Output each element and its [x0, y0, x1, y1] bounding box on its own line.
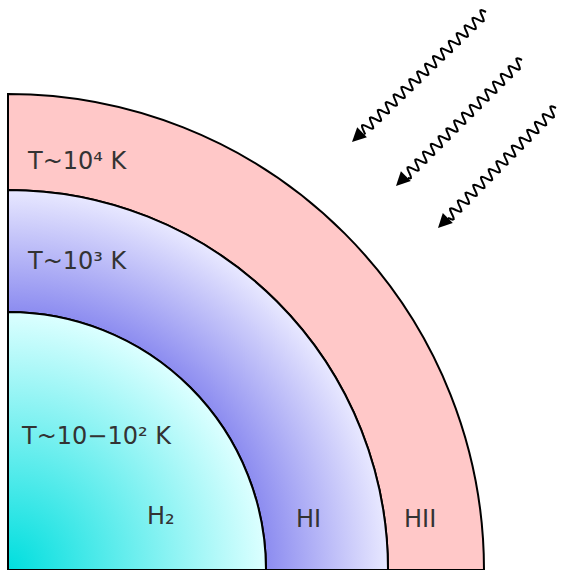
- molecular-core: T~10−10² K H₂: [8, 312, 266, 570]
- wavy-line: [408, 58, 523, 178]
- region-fill: [8, 94, 484, 570]
- arrow-head: [396, 171, 411, 186]
- region-fill: [8, 312, 266, 570]
- arrow-head: [438, 213, 453, 228]
- region-label: HI: [296, 505, 321, 534]
- temperature-label: T~10⁴ K: [28, 147, 126, 176]
- temperature-label: T~10³ K: [28, 247, 126, 276]
- region-label: H₂: [147, 502, 175, 531]
- wavy-line: [362, 10, 486, 134]
- temperature-label: T~10−10² K: [22, 422, 171, 451]
- region-label: HII: [404, 505, 436, 534]
- arrow-head: [352, 127, 367, 142]
- region-fill: [8, 190, 388, 570]
- wavy-line: [448, 106, 556, 219]
